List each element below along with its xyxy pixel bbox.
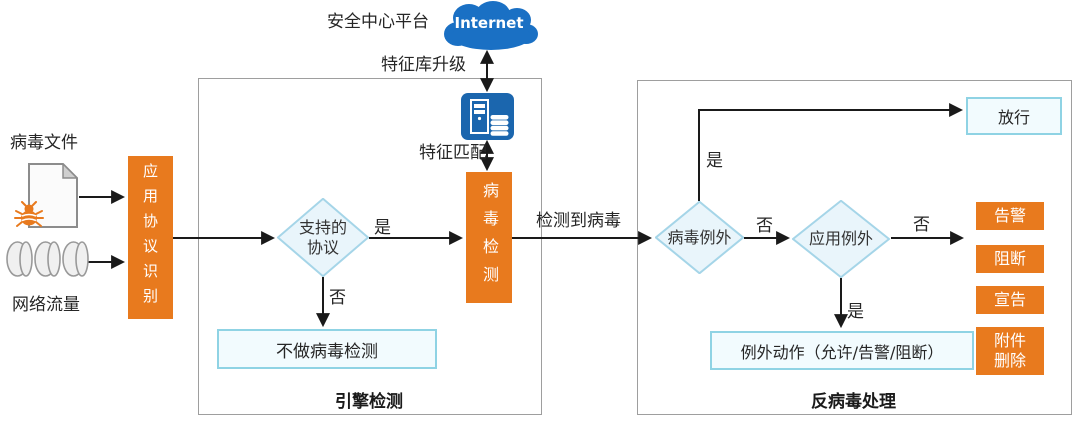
security-platform-label: 安全中心平台 [327,12,429,32]
action-alert: 告警 [976,202,1044,230]
no-label-supported: 否 [329,288,346,308]
app-protocol-label: 应用协议识别 [141,162,159,313]
signature-match-label: 特征匹配 [419,143,487,163]
engine-detection-group [198,78,542,415]
action-declare: 宣告 [976,286,1044,314]
signature-server-icon [461,93,514,140]
internet-label: Internet [454,14,524,32]
virus-detected-label: 检测到病毒 [536,211,621,231]
network-traffic-label: 网络流量 [12,295,80,315]
no-detection-node: 不做病毒检测 [217,329,437,369]
supported-protocol-label: 支持的 协议 [298,217,347,257]
app-exception-decision: 应用例外 [792,200,890,278]
signature-upgrade-label: 特征库升级 [381,55,466,75]
app-protocol-node: 应用协议识别 [128,156,173,319]
supported-protocol-decision: 支持的 协议 [277,198,369,277]
action-delete-attachment: 附件 删除 [976,327,1044,375]
virus-file-label: 病毒文件 [10,133,78,153]
internet-cloud-icon: Internet [436,1,542,53]
exception-action-node: 例外动作（允许/告警/阻断） [710,331,974,370]
yes-label-virusexception: 是 [706,151,723,171]
app-exception-label: 应用例外 [808,229,873,248]
action-block: 阻断 [976,245,1044,273]
bug-icon [14,201,44,229]
virus-exception-decision: 病毒例外 [655,201,744,274]
yes-label-supported: 是 [374,218,391,238]
antivirus-group-label: 反病毒处理 [811,392,896,412]
no-label-virusexception: 否 [756,216,773,236]
engine-group-label: 引擎检测 [335,392,403,412]
virus-detection-label: 病毒检测 [480,181,499,294]
virus-detection-node: 病毒检测 [466,172,512,303]
virus-exception-label: 病毒例外 [667,227,732,247]
release-node: 放行 [966,97,1062,135]
no-label-appexception: 否 [913,215,930,235]
yes-label-appexception: 是 [847,302,864,322]
antivirus-process-group [637,80,1072,415]
network-traffic-icon [6,240,90,278]
